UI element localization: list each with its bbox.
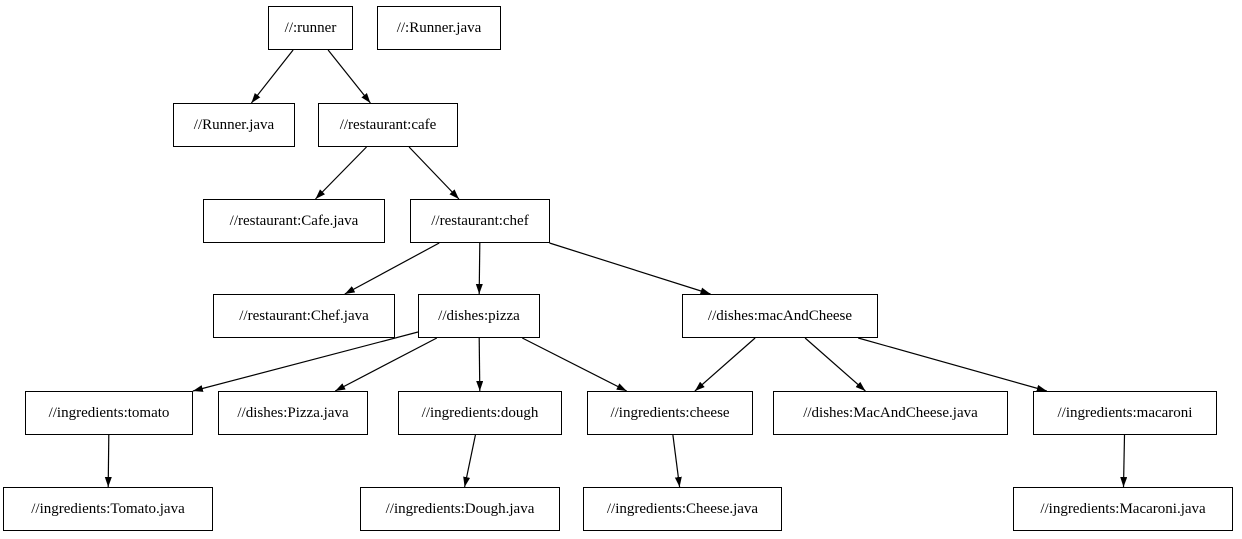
edge-runner-to-cafe — [327, 49, 371, 104]
edge-cafe-to-cafe-java — [315, 146, 367, 200]
edge-chef-to-mac-and-cheese — [549, 242, 711, 295]
edge-mac-and-cheese-to-cheese — [694, 337, 756, 392]
edge-pizza-to-dough — [476, 337, 484, 392]
edge-cheese-to-cheese-java — [672, 434, 682, 488]
edge-pizza-to-tomato — [192, 331, 419, 392]
edge-chef-to-chef-java — [344, 242, 440, 295]
edge-mac-and-cheese-to-macaroni — [858, 337, 1047, 392]
edge-pizza-to-pizza-java — [334, 337, 438, 392]
edge-mac-and-cheese-to-mac-and-cheese-java — [804, 337, 866, 392]
edge-pizza-to-cheese — [522, 337, 627, 392]
edge-macaroni-to-macaroni-java — [1120, 434, 1128, 488]
edge-chef-to-pizza — [475, 242, 483, 295]
edge-runner-to-runner-java — [250, 49, 294, 104]
edge-group — [104, 49, 1128, 488]
edge-dough-to-dough-java — [463, 434, 476, 488]
edge-tomato-to-tomato-java — [104, 434, 112, 488]
edge-cafe-to-chef — [408, 146, 460, 200]
